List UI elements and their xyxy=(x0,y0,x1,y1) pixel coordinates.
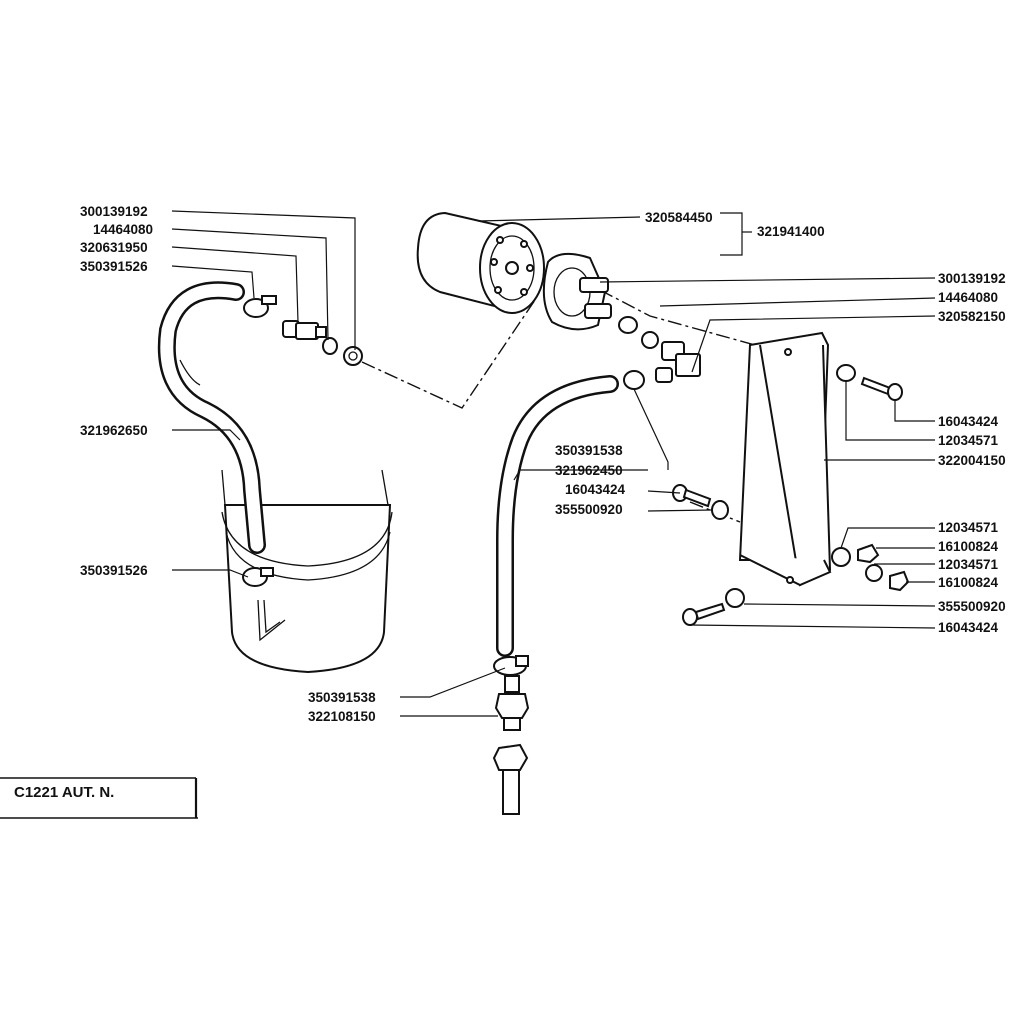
label-320631950: 320631950 xyxy=(80,240,148,255)
washer-355500920-low xyxy=(725,588,745,608)
part-number-labels: 300139192 14464080 320631950 350391526 3… xyxy=(80,204,1006,724)
washer-12034571-mid xyxy=(831,547,851,567)
label-355500920-low: 355500920 xyxy=(938,599,1006,614)
filter-head xyxy=(542,252,612,331)
hose-clamp-350391538-bottom xyxy=(493,655,529,676)
label-16100824-low: 16100824 xyxy=(938,575,999,590)
hose-321962650 xyxy=(157,281,266,554)
leader-lines xyxy=(171,210,936,717)
pipe-nut xyxy=(492,743,529,815)
label-16043424-top: 16043424 xyxy=(938,414,999,429)
label-350391538-top: 350391538 xyxy=(555,443,623,458)
union-322108150 xyxy=(494,675,530,731)
hose-clamp-350391526-top xyxy=(243,295,277,318)
label-355500920-middle: 355500920 xyxy=(555,502,623,517)
washer-12034571-low xyxy=(865,564,883,582)
label-350391538-bottom: 350391538 xyxy=(308,690,376,705)
fuel-tank xyxy=(221,469,393,674)
label-321962650: 321962650 xyxy=(80,423,148,438)
label-322004150: 322004150 xyxy=(938,453,1006,468)
label-12034571-top: 12034571 xyxy=(938,433,999,448)
hose-321962450 xyxy=(496,375,619,657)
label-320582150: 320582150 xyxy=(938,309,1006,324)
union-fitting-320631950 xyxy=(282,320,327,340)
title-box-text: C1221 AUT. N. xyxy=(14,784,114,801)
washer-300139192-right xyxy=(618,316,638,334)
washer-355500920-middle xyxy=(711,500,729,520)
label-300139192-right: 300139192 xyxy=(938,271,1006,286)
label-16043424-low: 16043424 xyxy=(938,620,999,635)
nut-16100824-top xyxy=(857,543,880,564)
nut-16100824-low xyxy=(889,570,910,592)
assembly-line-left xyxy=(361,299,536,409)
label-350391526-top: 350391526 xyxy=(80,259,148,274)
label-350391526-bottom: 350391526 xyxy=(80,563,148,578)
washer-12034571-top xyxy=(836,364,856,382)
fuel-filter-cartridge xyxy=(416,211,545,314)
hose-clamp-350391538-top xyxy=(623,370,645,390)
label-16100824-top: 16100824 xyxy=(938,539,999,554)
hose-clamp-350391526-bottom xyxy=(242,567,274,587)
bolt-16043424-top xyxy=(860,376,903,401)
bolt-16043424-low xyxy=(682,602,726,626)
sealing-ring-14464080-right xyxy=(641,331,659,349)
label-16043424-middle: 16043424 xyxy=(565,482,626,497)
washer-300139192-left xyxy=(343,346,363,366)
label-321941400: 321941400 xyxy=(757,224,825,239)
fitting-320582150 xyxy=(655,341,701,383)
label-12034571-mid: 12034571 xyxy=(938,520,999,535)
label-322108150: 322108150 xyxy=(308,709,376,724)
label-14464080-right: 14464080 xyxy=(938,290,998,305)
assembly-line-right xyxy=(599,289,756,346)
label-14464080-left: 14464080 xyxy=(93,222,153,237)
bracket-322004150 xyxy=(738,331,832,587)
label-320584450: 320584450 xyxy=(645,210,713,225)
label-300139192-left: 300139192 xyxy=(80,204,148,219)
label-321962450: 321962450 xyxy=(555,463,623,478)
label-12034571-low: 12034571 xyxy=(938,557,999,572)
sealing-ring-14464080-left xyxy=(322,337,338,355)
title-box: C1221 AUT. N. xyxy=(0,777,198,819)
